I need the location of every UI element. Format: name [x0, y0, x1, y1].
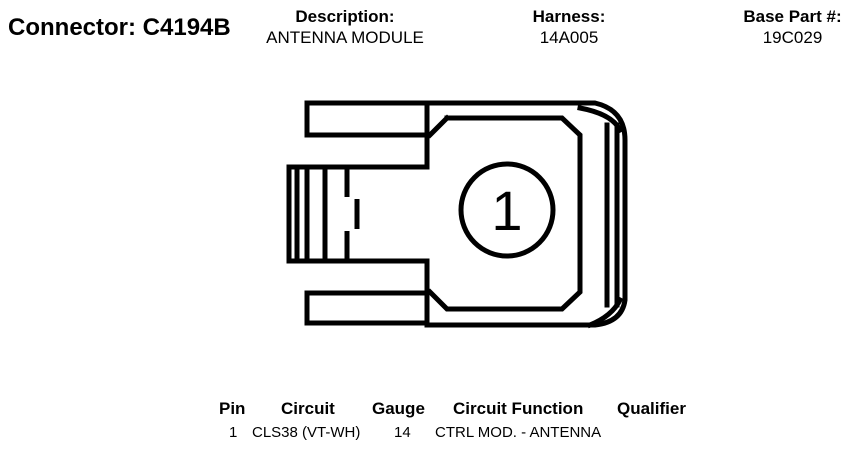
stub-outline [286, 164, 430, 264]
right-curve-top [577, 105, 624, 134]
harness-value: 14A005 [539, 28, 599, 47]
description-block: Description: ANTENNA MODULE [255, 7, 435, 49]
housing-outline [304, 100, 628, 328]
harness-block: Harness: 14A005 [505, 7, 633, 49]
pin-1-label: 1 [491, 179, 522, 242]
top-latch-tab [304, 100, 430, 138]
cell-pin: 1 [229, 424, 238, 441]
base-part-label: Base Part #: [743, 7, 842, 26]
description-label: Description: [295, 7, 395, 26]
harness-label: Harness: [532, 7, 606, 26]
pin-1-circle [458, 161, 556, 259]
right-curve-bottom [586, 296, 624, 329]
base-part-value: 19C029 [762, 28, 823, 47]
col-header-gauge: Gauge [372, 399, 425, 418]
col-header-qualifier: Qualifier [617, 399, 686, 418]
connector-title: Connector: C4194B [8, 14, 231, 41]
col-header-pin: Pin [219, 399, 246, 418]
bottom-latch-tab [304, 290, 430, 326]
description-value: ANTENNA MODULE [266, 28, 424, 47]
col-header-function: Circuit Function [453, 399, 584, 418]
base-part-block: Base Part #: 19C029 [730, 7, 855, 49]
inner-cavity [426, 114, 583, 312]
cell-circuit: CLS38 (VT-WH) [252, 424, 361, 441]
col-header-circuit: Circuit [281, 399, 335, 418]
cell-function: CTRL MOD. - ANTENNA [435, 424, 602, 441]
cell-gauge: 14 [394, 424, 411, 441]
